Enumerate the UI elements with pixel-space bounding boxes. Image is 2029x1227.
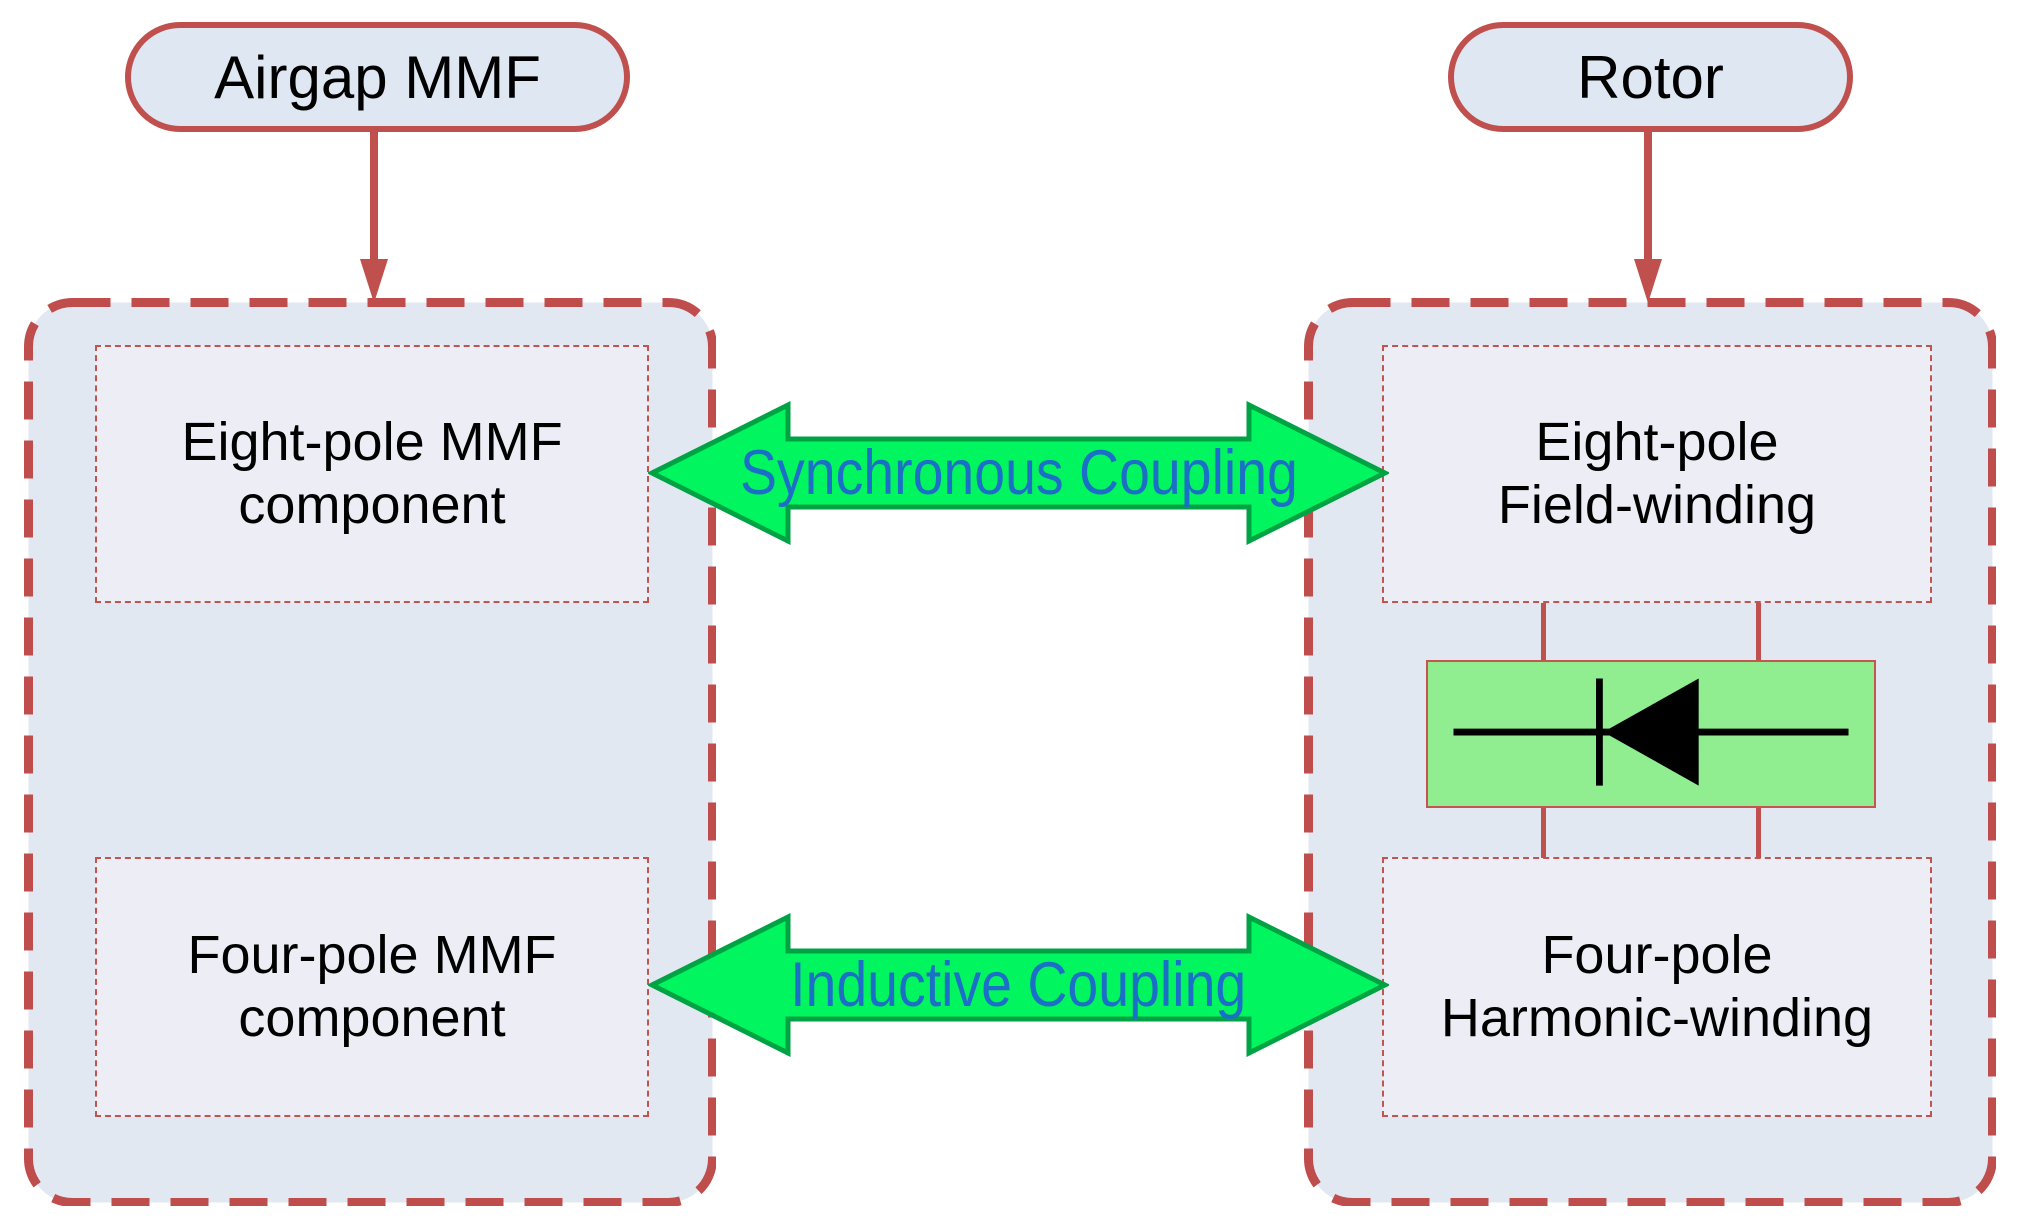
winding-wire — [1756, 603, 1761, 662]
box-text-line: Field-winding — [1497, 475, 1817, 535]
rotor-node: Rotor — [1448, 22, 1853, 132]
box-text-line: component — [238, 988, 506, 1048]
box-text-line: component — [238, 475, 506, 535]
box-text-line: Four-pole MMF — [187, 925, 557, 985]
winding-wire — [1541, 603, 1546, 662]
eight-pole-mmf-component-box: Eight-pole MMF component — [95, 345, 649, 603]
box-text-line: Harmonic-winding — [1440, 988, 1874, 1048]
four-pole-mmf-component-box: Four-pole MMF component — [95, 857, 649, 1117]
arrow-down-icon — [360, 131, 388, 303]
four-pole-harmonic-winding-box: Four-pole Harmonic-winding — [1382, 857, 1932, 1117]
winding-wire — [1756, 806, 1761, 858]
diode-icon — [1453, 678, 1849, 786]
airgap-mmf-label: Airgap MMF — [214, 43, 541, 111]
rotating-rectifier-panel — [1426, 660, 1876, 808]
airgap-mmf-node: Airgap MMF — [125, 22, 630, 132]
eight-pole-field-winding-box: Eight-pole Field-winding — [1382, 345, 1932, 603]
double-headed-arrow-icon — [648, 401, 1389, 545]
box-text-line: Eight-pole — [1535, 412, 1779, 472]
arrow-down-icon — [1634, 131, 1662, 303]
double-headed-arrow-icon — [648, 913, 1389, 1057]
winding-wire — [1541, 806, 1546, 858]
box-text-line: Eight-pole MMF — [181, 412, 563, 472]
box-text-line: Four-pole — [1541, 925, 1773, 985]
rotor-label: Rotor — [1577, 43, 1724, 111]
